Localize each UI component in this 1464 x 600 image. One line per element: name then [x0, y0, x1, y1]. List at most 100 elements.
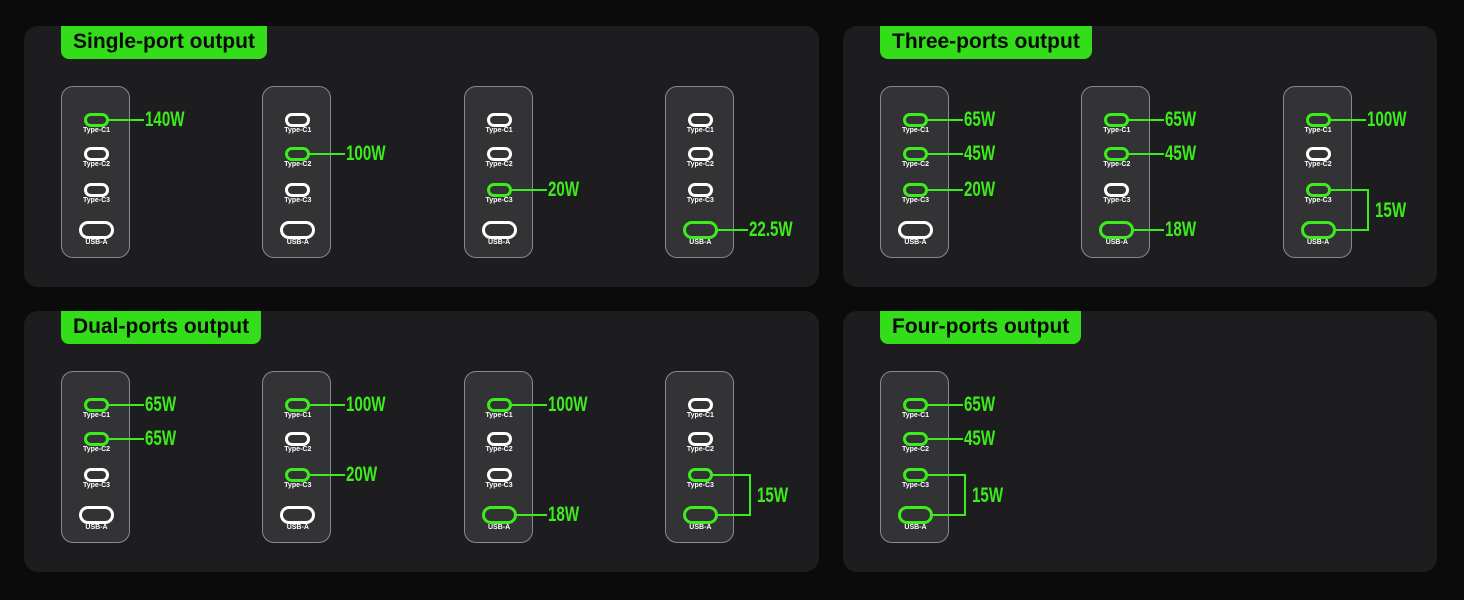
wattage-label: 18W	[547, 503, 579, 526]
port-label: Type-C2	[1103, 161, 1131, 168]
connector-line	[716, 229, 748, 231]
connector-line	[927, 404, 963, 406]
usb-c-port-icon	[84, 113, 109, 127]
port-label: Type-C1	[1304, 127, 1332, 134]
port-label: Type-C3	[82, 482, 111, 489]
port-label: Type-C2	[901, 161, 930, 168]
usb-c-port-icon	[1104, 113, 1130, 127]
usb-a-port-icon	[682, 506, 718, 524]
usb-a-port-icon	[682, 221, 718, 239]
usb-c-port-icon	[1305, 183, 1331, 197]
wattage-label: 15W	[1374, 199, 1406, 222]
bracket-line	[964, 474, 966, 516]
connector-line	[1133, 229, 1165, 231]
usb-c-port-icon	[84, 468, 109, 482]
port-label: USB-A	[689, 524, 712, 531]
connector-line	[309, 153, 346, 155]
usb-c-port-icon	[285, 113, 311, 127]
port-label: Type-C2	[284, 446, 312, 453]
port-label: Type-C3	[901, 482, 930, 489]
wattage-label: 18W	[1165, 218, 1197, 241]
port-label: Type-C1	[901, 127, 930, 134]
usb-c-port-icon	[1104, 183, 1130, 197]
wattage-label: 15W	[972, 484, 1004, 507]
usb-c-port-icon	[687, 468, 713, 482]
port-label: Type-C3	[485, 482, 513, 489]
connector-line	[1329, 119, 1366, 121]
port-label: Type-C2	[485, 161, 513, 168]
usb-a-port-icon	[79, 221, 114, 239]
connector-line	[927, 119, 963, 121]
connector-line	[515, 514, 547, 516]
connector-line	[927, 474, 966, 476]
port-label: USB-A	[1307, 239, 1330, 246]
usb-c-port-icon	[84, 432, 109, 446]
usb-c-port-icon	[486, 468, 512, 482]
wattage-label: 20W	[547, 178, 579, 201]
port-label: USB-A	[904, 524, 927, 531]
port-label: USB-A	[488, 524, 511, 531]
port-label: Type-C1	[485, 127, 513, 134]
port-label: Type-C3	[686, 482, 714, 489]
wattage-label: 65W	[145, 393, 177, 416]
wattage-label: 45W	[964, 427, 996, 450]
usb-a-port-icon	[481, 221, 517, 239]
usb-c-port-icon	[687, 147, 713, 161]
usb-a-port-icon	[898, 221, 933, 239]
usb-a-port-icon	[1099, 221, 1135, 239]
bracket-line	[748, 474, 751, 516]
usb-c-port-icon	[84, 398, 109, 412]
port-label: Type-C2	[485, 446, 513, 453]
wattage-label: 140W	[145, 108, 185, 131]
wattage-label: 45W	[1165, 142, 1197, 165]
usb-c-port-icon	[687, 183, 713, 197]
connector-line	[309, 474, 346, 476]
usb-c-port-icon	[687, 432, 713, 446]
port-label: Type-C1	[686, 127, 714, 134]
wattage-label: 22.5W	[748, 218, 793, 241]
usb-a-port-icon	[1300, 221, 1336, 239]
usb-c-port-icon	[1305, 147, 1331, 161]
connector-line	[711, 474, 751, 476]
port-label: USB-A	[85, 239, 108, 246]
usb-c-port-icon	[486, 432, 512, 446]
port-label: Type-C2	[686, 446, 714, 453]
connector-line	[1334, 229, 1369, 231]
usb-a-port-icon	[280, 221, 316, 239]
connector-line	[510, 189, 547, 191]
usb-c-port-icon	[903, 468, 928, 482]
wattage-label: 100W	[1366, 108, 1407, 131]
port-label: USB-A	[286, 524, 309, 531]
usb-a-port-icon	[481, 506, 517, 524]
connector-line	[108, 119, 144, 121]
panel-title: Single-port output	[61, 26, 267, 59]
connector-line	[927, 438, 963, 440]
port-label: USB-A	[85, 524, 108, 531]
port-label: Type-C3	[284, 482, 312, 489]
port-label: Type-C1	[284, 127, 312, 134]
usb-c-port-icon	[285, 398, 311, 412]
wattage-label: 20W	[346, 463, 378, 486]
connector-line	[927, 189, 963, 191]
port-label: USB-A	[1105, 239, 1128, 246]
usb-c-port-icon	[1305, 113, 1331, 127]
port-label: Type-C3	[485, 197, 513, 204]
connector-line	[510, 404, 547, 406]
connector-line	[1128, 153, 1165, 155]
port-label: Type-C1	[485, 412, 513, 419]
port-label: USB-A	[689, 239, 712, 246]
panel-title: Dual-ports output	[61, 311, 262, 344]
usb-c-port-icon	[285, 432, 311, 446]
usb-c-port-icon	[903, 113, 928, 127]
usb-a-port-icon	[898, 506, 933, 524]
usb-c-port-icon	[903, 183, 928, 197]
